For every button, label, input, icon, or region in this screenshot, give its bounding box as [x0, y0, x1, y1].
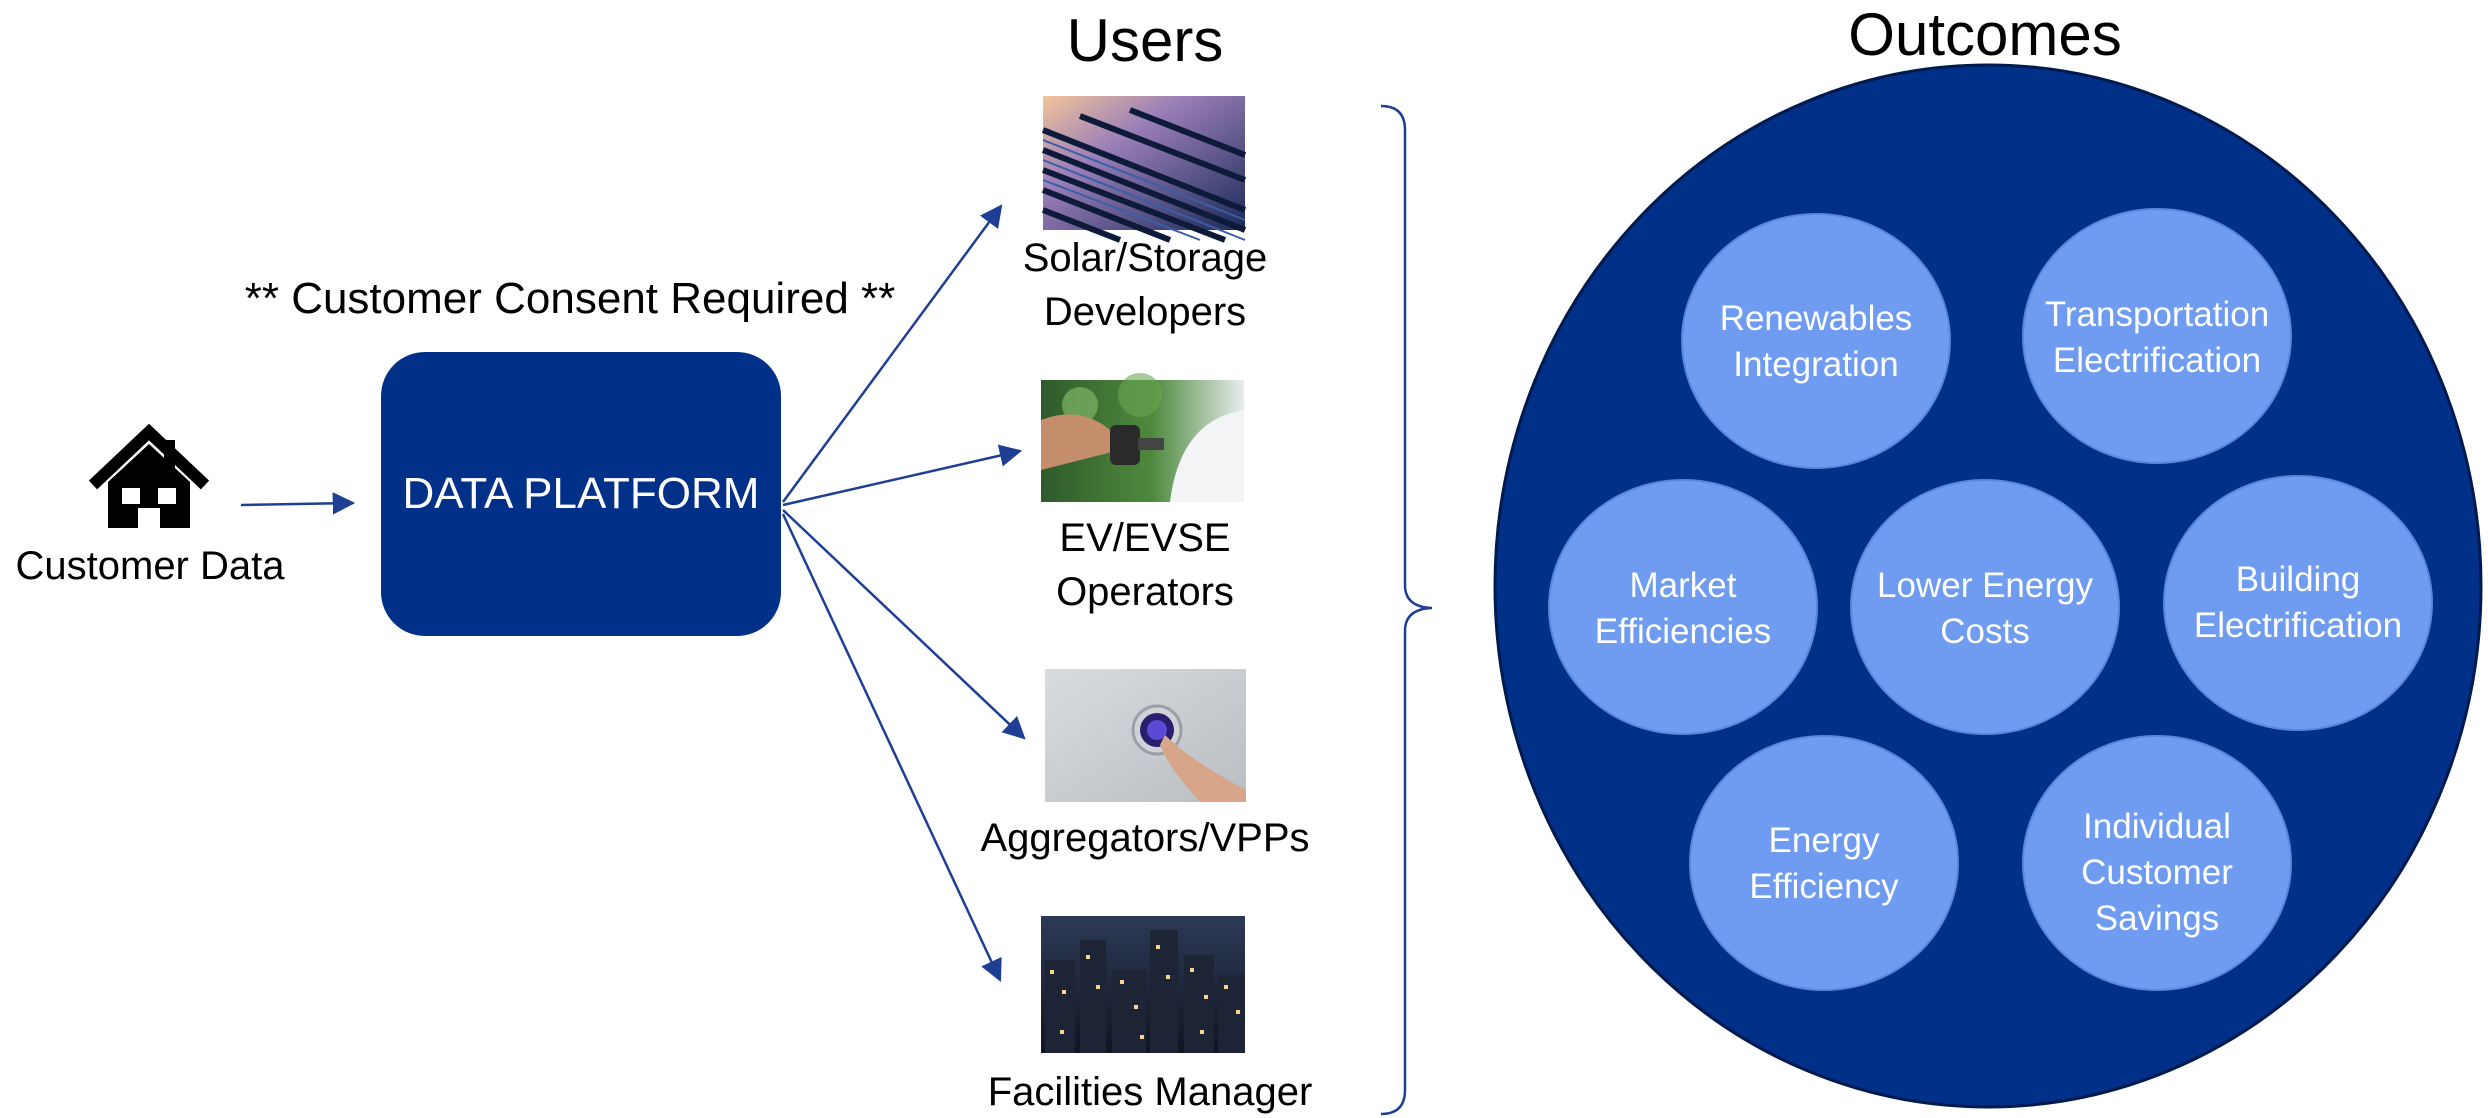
outcome-label-individual-savings: Individual Customer Savings: [2023, 804, 2291, 943]
grouping-brace: [1380, 104, 1433, 1116]
outcome-lower-costs-line2: Costs: [1940, 612, 2030, 652]
outcome-market-line1: Market: [1629, 566, 1737, 605]
outcome-bubbles: [1548, 208, 2433, 991]
house-icon: [88, 423, 210, 528]
user-label-solar-line1: Solar/Storage: [1022, 236, 1268, 280]
outcome-renewables-line1: Renewables: [1719, 299, 1913, 338]
outcome-individual-line3: Savings: [2094, 899, 2220, 939]
outcome-lower-costs-line1: Lower Energy: [1877, 566, 2093, 605]
outcome-label-transportation: Transportation Electrification: [2023, 292, 2291, 384]
arrow-to-solar: [781, 204, 1003, 503]
customer-data-label: Customer Data: [15, 544, 285, 588]
outcome-renewables-line2: Integration: [1733, 345, 1899, 385]
user-label-ev: EV/EVSE Operators: [990, 512, 1300, 618]
solar-panels-photo: [1041, 96, 1247, 243]
user-label-solar: Solar/Storage Developers: [990, 232, 1300, 338]
arrow-customer-to-platform: [240, 492, 356, 515]
outcome-label-market: Market Efficiencies: [1549, 563, 1817, 655]
arrows-platform-to-users: [781, 204, 1026, 983]
consent-note: ** Customer Consent Required **: [244, 274, 896, 323]
outcomes-title: Outcomes: [1848, 1, 2122, 68]
outcome-bubble-energy-efficiency: [1689, 735, 1959, 991]
users-title: Users: [1066, 7, 1224, 74]
outcome-energy-efficiency-line2: Efficiency: [1749, 867, 1899, 907]
outcome-bubble-market: [1548, 479, 1818, 735]
outcome-bubble-transportation: [2022, 208, 2292, 464]
outcome-building-line2: Electrification: [2193, 606, 2403, 646]
arrow-to-aggregators: [782, 509, 1026, 740]
user-label-facilities: Facilities Manager: [987, 1070, 1313, 1114]
outcome-energy-efficiency-line1: Energy: [1768, 821, 1880, 860]
user-label-solar-line2: Developers: [1043, 290, 1247, 334]
outcome-individual-line2: Customer: [2081, 853, 2233, 893]
outcome-label-building: Building Electrification: [2164, 557, 2432, 649]
data-platform-label: DATA PLATFORM: [402, 469, 760, 518]
arrow-to-facilities: [781, 513, 1002, 983]
outcome-market-line2: Efficiencies: [1594, 612, 1772, 652]
smart-thermostat-photo: [1045, 669, 1246, 802]
city-night-photo: [1041, 916, 1245, 1053]
outcome-transportation-line1: Transportation: [2044, 295, 2270, 334]
ev-charging-photo: [1041, 373, 1244, 502]
data-platform-box: DATA PLATFORM: [381, 352, 781, 636]
user-label-ev-line1: EV/EVSE: [1059, 516, 1231, 560]
outcome-label-lower-costs: Lower Energy Costs: [1851, 563, 2119, 655]
outcome-label-renewables: Renewables Integration: [1682, 296, 1950, 388]
arrow-to-ev: [782, 444, 1023, 507]
outcome-bubble-individual-savings: [2022, 735, 2292, 991]
outcome-bubble-building: [2163, 475, 2433, 731]
outcome-bubble-lower-costs: [1850, 479, 2120, 735]
outcome-building-line1: Building: [2235, 560, 2361, 599]
outcome-label-energy-efficiency: Energy Efficiency: [1690, 818, 1958, 910]
outcome-transportation-line2: Electrification: [2052, 341, 2262, 381]
user-label-aggregators: Aggregators/VPPs: [980, 816, 1310, 860]
user-label-ev-line2: Operators: [1056, 570, 1234, 614]
outcome-bubble-renewables: [1681, 213, 1951, 469]
outcome-individual-line1: Individual: [2083, 807, 2231, 846]
